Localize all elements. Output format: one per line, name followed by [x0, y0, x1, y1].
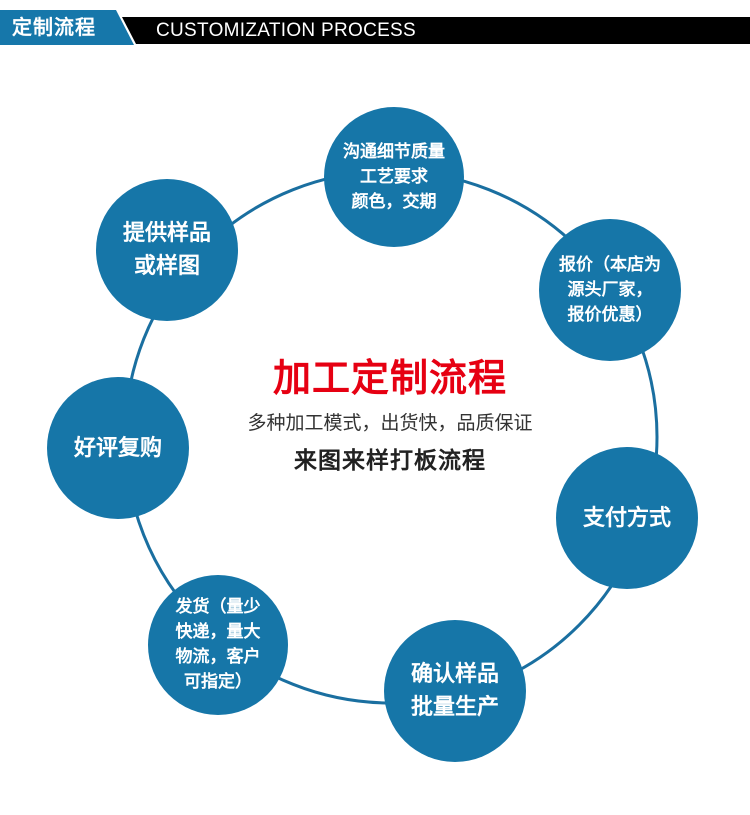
- process-step-line: 工艺要求: [360, 166, 428, 187]
- header-bar-background: [122, 17, 750, 44]
- process-step-shipping: 发货（量少快递，量大物流，客户可指定）: [148, 575, 288, 715]
- center-subtitle-2: 来图来样打板流程: [294, 448, 486, 474]
- process-step-line: 沟通细节质量: [343, 141, 445, 162]
- process-step-line: 颜色，交期: [351, 191, 437, 212]
- process-step-production: 确认样品批量生产: [384, 620, 526, 762]
- process-step-line: 发货（量少: [175, 597, 261, 617]
- process-step-line: 好评复购: [73, 435, 162, 461]
- process-step-line: 物流，客户: [175, 647, 261, 667]
- process-step-line: 源头厂家，: [567, 279, 653, 300]
- process-step-communicate: 沟通细节质量工艺要求颜色，交期: [324, 107, 464, 247]
- process-step-line: 提供样品: [122, 221, 211, 246]
- process-step-line: 批量生产: [410, 695, 499, 720]
- process-step-line: 支付方式: [582, 505, 671, 531]
- center-subtitle: 多种加工模式，出货快，品质保证: [247, 412, 533, 434]
- process-step-line: 或样图: [133, 254, 200, 279]
- process-step-line: 快递，量大: [175, 622, 261, 642]
- process-step-review: 好评复购: [47, 377, 189, 519]
- header-tab-background: [0, 10, 134, 45]
- header-tab-label: 定制流程: [12, 15, 96, 39]
- process-step-line: 确认样品: [410, 662, 499, 687]
- section-header: 定制流程 CUSTOMIZATION PROCESS: [0, 0, 750, 60]
- center-block: 加工定制流程 多种加工模式，出货快，品质保证 来图来样打板流程: [200, 352, 580, 478]
- process-step-samples: 提供样品或样图: [96, 179, 238, 321]
- process-step-line: 可指定）: [184, 672, 252, 692]
- process-step-line: 报价（本店为: [559, 254, 661, 275]
- process-step-payment: 支付方式: [556, 447, 698, 589]
- process-step-quote: 报价（本店为源头厂家， 报价优惠）: [539, 219, 681, 361]
- center-title: 加工定制流程: [272, 356, 507, 400]
- header-bar-label: CUSTOMIZATION PROCESS: [156, 20, 417, 41]
- process-step-line: 报价优惠）: [567, 304, 653, 325]
